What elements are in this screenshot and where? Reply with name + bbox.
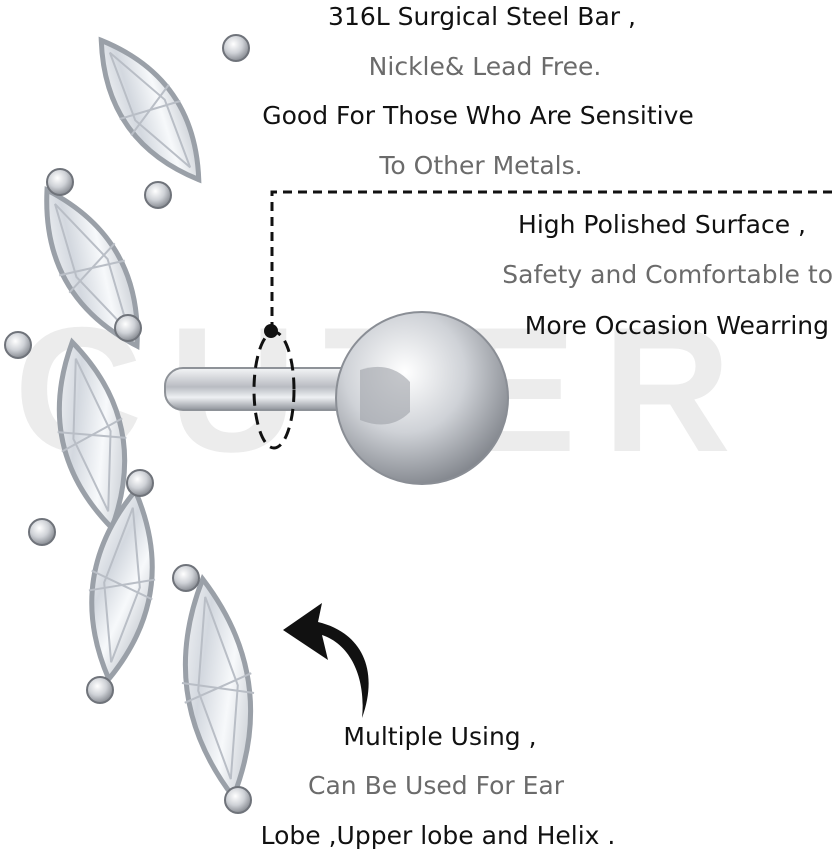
marquise-gem xyxy=(98,36,202,184)
usage-line-3: Lobe ,Upper lobe and Helix . xyxy=(260,821,616,850)
surface-line-2: Safety and Comfortable to xyxy=(502,260,833,289)
marquise-gem xyxy=(44,186,140,350)
surface-line-3: More Occasion Wearring xyxy=(524,311,829,340)
curved-arrow-icon xyxy=(283,603,369,718)
usage-line-2: Can Be Used For Ear xyxy=(308,771,564,800)
material-line-1: 316L Surgical Steel Bar , xyxy=(328,2,636,31)
marquise-gem xyxy=(181,574,255,802)
usage-line-1: Multiple Using , xyxy=(343,722,537,751)
material-line-4: To Other Metals. xyxy=(379,151,583,180)
surface-line-1: High Polished Surface , xyxy=(518,210,806,239)
prong-set xyxy=(4,34,252,814)
ball-end xyxy=(335,311,509,485)
material-line-2: Nickle& Lead Free. xyxy=(368,52,602,81)
marquise-gem xyxy=(88,486,156,684)
marquise-gem xyxy=(56,337,128,533)
material-line-3: Good For Those Who Are Sensitive xyxy=(262,101,694,130)
